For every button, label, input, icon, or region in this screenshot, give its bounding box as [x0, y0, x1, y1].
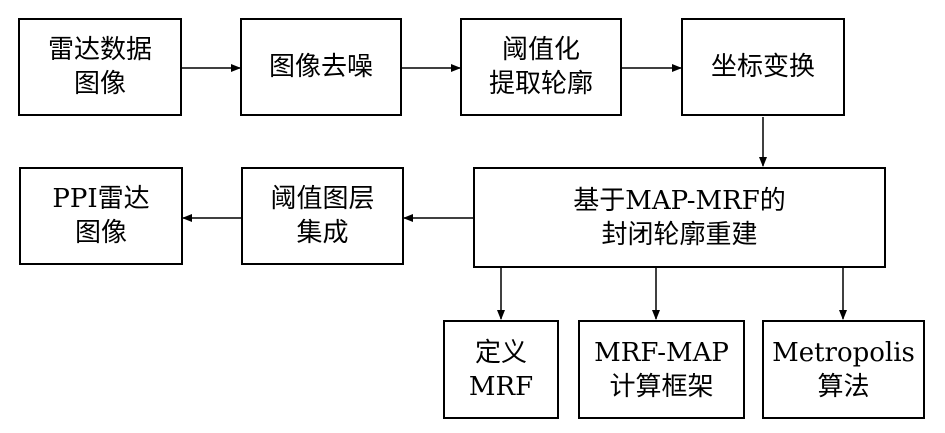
node-label-line: PPI雷达 — [52, 184, 150, 214]
node-label-line: 阈值图层 — [270, 184, 375, 214]
node-label-line: MRF-MAP — [594, 337, 729, 368]
node-label-line: MRF — [468, 371, 534, 402]
node-label-line: 图像去噪 — [268, 52, 373, 82]
node-threshold-layer-integration: 阈值图层 集成 — [241, 167, 404, 265]
node-coord-transform: 坐标变换 — [681, 18, 845, 116]
node-label-line: 基于MAP-MRF的 — [573, 185, 786, 216]
node-image-denoise: 图像去噪 — [240, 18, 402, 116]
node-label-line: 图像 — [74, 218, 127, 248]
node-label-line: 阈值化 — [501, 35, 580, 65]
node-label-line: 提取轮廓 — [488, 69, 593, 99]
node-label-line: 定义 — [474, 337, 527, 368]
node-radar-data-image: 雷达数据 图像 — [18, 18, 182, 116]
node-mrf-map-framework: MRF-MAP 计算框架 — [578, 320, 745, 419]
node-label-line: 封闭轮廓重建 — [601, 219, 758, 250]
node-label-line: 计算框架 — [609, 371, 714, 402]
node-label-line: 雷达数据 — [47, 35, 152, 65]
node-label-line: 坐标变换 — [710, 52, 815, 82]
node-label-line: 算法 — [817, 371, 870, 402]
node-ppi-radar-image: PPI雷达 图像 — [19, 167, 183, 265]
node-define-mrf: 定义 MRF — [443, 320, 559, 419]
node-closed-contour-reconstruction: 基于MAP-MRF的 封闭轮廓重建 — [473, 167, 886, 268]
node-label-line: 图像 — [73, 69, 126, 99]
node-metropolis-algorithm: Metropolis 算法 — [762, 320, 925, 419]
node-label-line: Metropolis — [772, 337, 915, 368]
node-threshold-contour: 阈值化 提取轮廓 — [460, 18, 622, 116]
node-label-line: 集成 — [296, 218, 349, 248]
